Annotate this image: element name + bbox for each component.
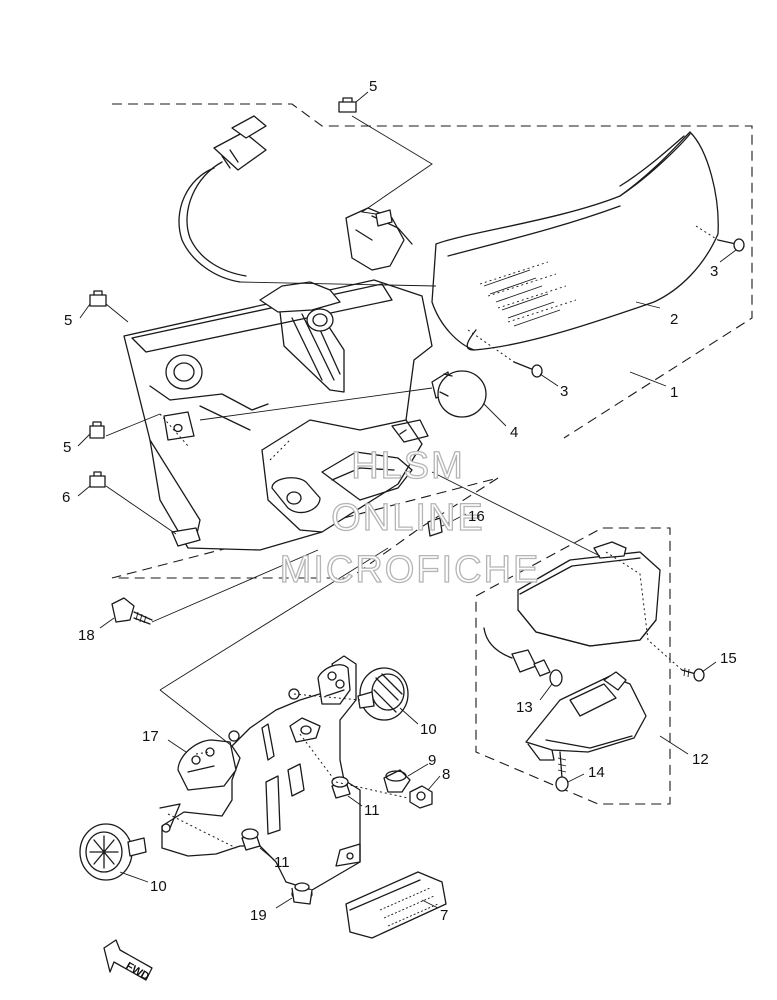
leader-10b (119, 871, 149, 883)
centerline-3 (467, 225, 719, 363)
callout-9: 9 (428, 752, 436, 769)
screw-15 (681, 667, 705, 682)
callout-14: 14 (588, 764, 605, 781)
centerline-15 (605, 551, 683, 671)
callout-11-upper: 11 (364, 802, 380, 819)
screw-3-lower (513, 361, 543, 378)
leader-5b (79, 303, 91, 319)
callout-5-left-upper: 5 (64, 312, 72, 329)
callout-labels: 5 5 5 6 3 2 3 1 4 16 18 15 13 10 17 12 9… (62, 78, 737, 924)
callout-17: 17 (142, 728, 159, 745)
assembly-line-5-top (351, 115, 433, 215)
callout-15: 15 (720, 650, 737, 667)
leader-14 (567, 773, 585, 783)
leader-18 (99, 617, 115, 629)
assembly-12-boundary (475, 527, 671, 805)
callout-5-left-lower: 5 (63, 439, 71, 456)
leader-12 (659, 735, 689, 755)
watermark-line-3: MICROFICHE (280, 549, 541, 591)
clip-nut-5-left-upper (89, 290, 107, 307)
wire-harness (178, 115, 267, 283)
leader-17 (167, 739, 187, 753)
callout-3-right: 3 (710, 263, 718, 280)
damper-10-lower (79, 823, 147, 881)
watermark-line-2: ONLINE (331, 497, 484, 539)
leader-7 (421, 899, 439, 909)
callout-18: 18 (78, 627, 95, 644)
callout-6: 6 (62, 489, 70, 506)
centerline-housing (159, 413, 291, 461)
leader-15 (701, 661, 717, 673)
assembly-line-17 (159, 689, 233, 747)
leader-16 (441, 513, 467, 527)
callout-10-upper: 10 (420, 721, 437, 738)
callout-12: 12 (692, 751, 709, 768)
bulb-socket-13 (483, 627, 563, 687)
collar-11-lower (241, 828, 261, 851)
tail-lens-2 (431, 131, 719, 351)
reflector-7 (345, 871, 447, 939)
callout-13: 13 (516, 699, 533, 716)
clip-nut-5-left-lower (89, 421, 105, 439)
clip-nut-5-top (338, 97, 357, 113)
leader-4 (483, 403, 507, 427)
nut-16 (427, 517, 443, 537)
leader-1 (629, 371, 667, 387)
callout-7: 7 (440, 907, 448, 924)
callout-3-lower: 3 (560, 383, 568, 400)
callout-8: 8 (442, 766, 450, 783)
callout-16: 16 (468, 508, 485, 525)
leader-10a (399, 707, 419, 725)
collar-11-upper (331, 776, 351, 799)
leader-11a (347, 795, 363, 807)
damper-10-upper (357, 667, 409, 721)
license-light-12 (517, 541, 661, 761)
tail-light-housing (123, 207, 433, 551)
leader-5c (77, 433, 91, 447)
watermark-line-1: HLSM (351, 445, 465, 487)
leader-8 (427, 775, 441, 791)
bolt-18 (111, 597, 153, 625)
screw-14 (555, 751, 569, 792)
leader-2 (635, 301, 661, 309)
bulb-4 (431, 370, 487, 418)
nut-8 (409, 785, 433, 809)
leader-11b (259, 847, 273, 859)
clip-nut-6 (89, 471, 106, 488)
fwd-label: FWD (124, 960, 152, 983)
callout-19: 19 (250, 907, 267, 924)
fwd-direction-arrow: FWD (103, 939, 153, 983)
leader-3b (539, 373, 559, 387)
leader-3a (719, 249, 737, 263)
assembly-line-housing-to-12 (431, 471, 601, 557)
cap-9 (383, 769, 411, 793)
callout-2: 2 (670, 311, 678, 328)
watermark: HLSM ONLINE MICROFICHE (279, 444, 541, 591)
license-bracket-17 (159, 655, 361, 891)
grommet-19 (291, 882, 313, 905)
leader-13 (539, 683, 553, 701)
leader-19 (275, 897, 293, 909)
screw-3-right (717, 238, 745, 252)
callout-1: 1 (670, 384, 678, 401)
assembly-line-lens (239, 281, 437, 287)
assembly-line-18 (151, 547, 389, 691)
assembly-line-5-left (105, 303, 177, 535)
callout-5-top: 5 (369, 78, 377, 95)
callout-4: 4 (510, 424, 518, 441)
assembly-line-bulb (199, 387, 433, 421)
leader-5a (355, 91, 369, 103)
leader-6 (77, 485, 91, 497)
callout-10-lower: 10 (150, 878, 167, 895)
callout-11-lower: 11 (274, 854, 290, 871)
leader-9 (407, 763, 429, 777)
